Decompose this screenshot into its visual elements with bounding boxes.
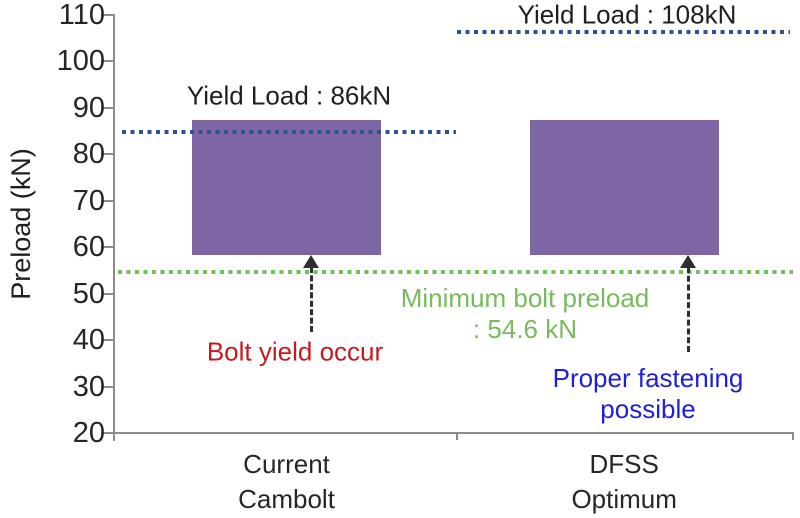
arrow-current-bar-head — [303, 255, 319, 268]
preload-range-bar — [191, 120, 382, 255]
x-axis-line — [115, 432, 793, 434]
arrow-dfss-bar-head — [680, 255, 696, 268]
y-axis-tick — [101, 339, 113, 342]
y-axis-tick-label: 60 — [72, 231, 105, 264]
y-axis-tick-label: 80 — [72, 138, 105, 171]
y-axis-tick-label: 90 — [72, 91, 105, 124]
yield-load-current-label: Yield Load : 86kN — [186, 80, 392, 111]
y-axis-tick-label: 20 — [72, 417, 105, 449]
y-axis-tick — [101, 246, 113, 249]
arrow-current-bar-stem — [309, 267, 313, 332]
y-axis-tick-label: 70 — [72, 184, 105, 217]
minimum-bolt-preload-label: Minimum bolt preload: 54.6 kN — [400, 283, 650, 344]
yield-load-dfss-line — [457, 30, 790, 35]
y-axis-tick — [101, 432, 113, 434]
y-axis-tick — [101, 60, 113, 63]
y-axis-tick-label: 30 — [72, 370, 105, 403]
y-axis-tick — [101, 385, 113, 388]
y-axis-tick — [101, 106, 113, 109]
y-axis-tick-label: 110 — [58, 0, 105, 31]
y-axis-tick — [101, 199, 113, 202]
x-axis-tick — [792, 432, 794, 440]
y-axis-line — [113, 14, 115, 441]
yield-load-dfss-label: Yield Load : 108kN — [517, 0, 737, 30]
y-axis-tick — [101, 292, 113, 295]
y-axis-tick — [101, 14, 113, 16]
y-axis-tick — [101, 153, 113, 156]
x-axis-tick — [455, 432, 458, 440]
minimum-bolt-preload-line — [117, 270, 793, 275]
y-axis-tick-label: 50 — [72, 277, 105, 310]
arrow-dfss-bar-stem — [686, 267, 690, 352]
y-axis-tick-label: 40 — [72, 324, 105, 357]
y-axis-tick-label: 100 — [56, 45, 105, 78]
yield-load-current-line — [121, 129, 457, 134]
preload-range-bar — [529, 120, 719, 255]
bolt-yield-occur: Bolt yield occur — [206, 336, 384, 367]
